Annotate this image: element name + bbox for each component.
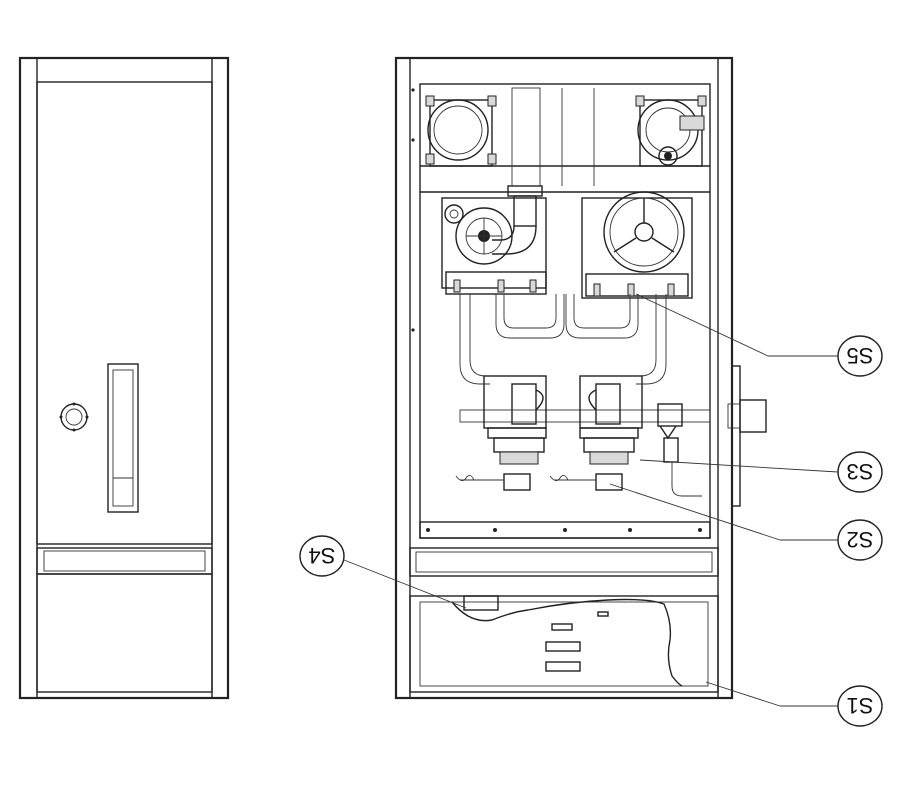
open-view-cabinet — [394, 56, 767, 700]
callout-leaders — [343, 293, 839, 707]
right-meter — [549, 375, 643, 491]
front-header-strip — [36, 547, 213, 575]
callout-s5: S5 — [837, 335, 883, 377]
header-strip — [409, 547, 719, 577]
callout-s4: S4 — [299, 535, 345, 577]
callout-s3-label: S3 — [847, 459, 874, 484]
side-bracket — [731, 365, 741, 507]
front-view-cabinet — [18, 56, 230, 700]
lower-compartment — [409, 595, 719, 693]
top-right-motor — [635, 95, 707, 167]
callout-s1: S1 — [837, 685, 883, 727]
top-left-motor — [425, 95, 497, 167]
door-lock-icon — [59, 402, 89, 432]
left-meter — [455, 375, 547, 491]
callout-s2: S2 — [837, 519, 883, 561]
filter-valve — [657, 403, 702, 497]
connecting-pipes — [459, 294, 711, 423]
side-valve-handle — [739, 399, 767, 433]
torn-panel-edge — [451, 598, 683, 687]
callout-s2-label: S2 — [847, 527, 874, 552]
callout-s1-label: S1 — [847, 693, 874, 718]
callout-s3: S3 — [837, 451, 883, 493]
callout-s5-label: S5 — [847, 343, 874, 368]
front-lower-panel — [36, 573, 213, 693]
front-door-panel — [36, 81, 213, 545]
right-pump-unit — [581, 191, 693, 299]
callout-s4-label: S4 — [309, 543, 336, 568]
door-handle — [107, 363, 139, 513]
left-pump-unit — [441, 185, 547, 295]
